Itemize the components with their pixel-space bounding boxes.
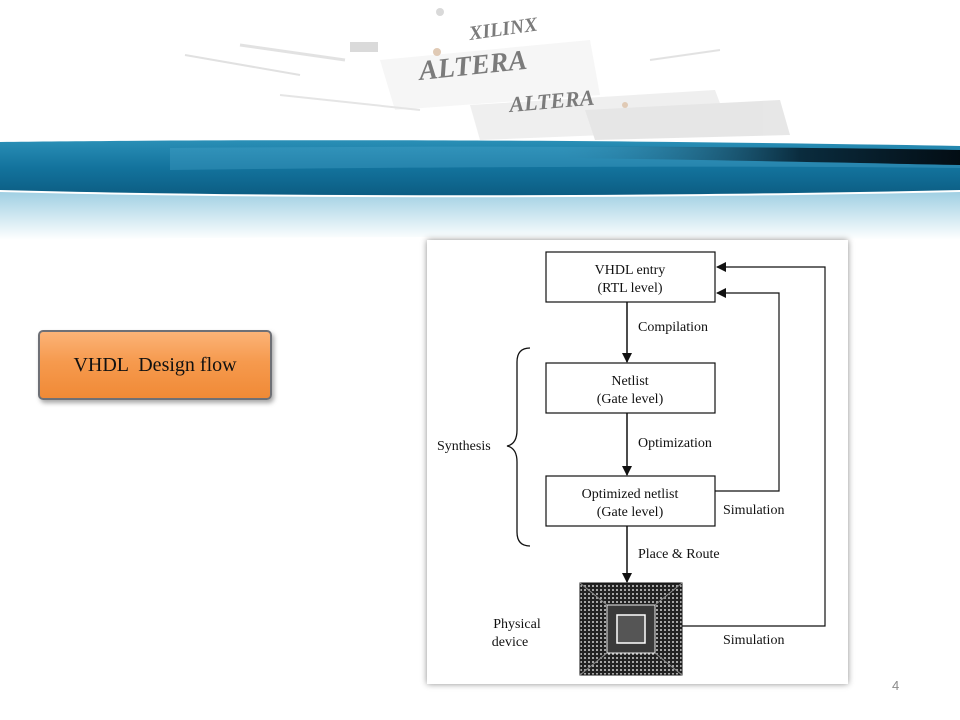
- node-vhdl-entry-line1: VHDL entry: [595, 263, 666, 278]
- node-netlist-line2: (Gate level): [597, 392, 664, 407]
- section-title-box: VHDL Design flow: [38, 330, 272, 400]
- edge-label-simulation-upper: Simulation: [723, 503, 784, 518]
- design-flow-diagram: VHDL entry (RTL level) Netlist (Gate lev…: [427, 240, 848, 684]
- node-optimized-netlist-line2: (Gate level): [597, 505, 664, 520]
- logo-text-1: XILINX: [467, 13, 540, 45]
- chip-image: XILINX ALTERA ALTERA: [184, 8, 790, 140]
- node-physical-device-line2: device: [492, 635, 529, 650]
- edge-simulation-lower: [682, 262, 826, 627]
- page-number: 4: [892, 678, 900, 693]
- synthesis-brace: [506, 347, 531, 547]
- node-physical-device-line1: Physical: [493, 617, 541, 632]
- edge-simulation-upper: [715, 288, 780, 492]
- edge-label-compilation: Compilation: [638, 320, 708, 335]
- node-netlist: Netlist (Gate level): [545, 362, 716, 414]
- section-title: VHDL Design flow: [73, 353, 237, 376]
- node-vhdl-entry-line2: (RTL level): [597, 281, 662, 296]
- node-netlist-line1: Netlist: [611, 374, 648, 389]
- group-label-synthesis: Synthesis: [437, 439, 491, 454]
- node-optimized-netlist-line1: Optimized netlist: [582, 487, 679, 502]
- node-optimized-netlist: Optimized netlist (Gate level): [545, 475, 716, 527]
- header-banner: XILINX ALTERA ALTERA: [0, 8, 960, 240]
- physical-device-chip-icon: [579, 582, 683, 676]
- edge-label-place-route: Place & Route: [638, 547, 720, 562]
- node-vhdl-entry: VHDL entry (RTL level): [545, 251, 716, 303]
- diagram-canvas: VHDL entry (RTL level) Netlist (Gate lev…: [437, 251, 826, 676]
- edge-label-optimization: Optimization: [638, 436, 712, 451]
- edge-label-simulation-lower: Simulation: [723, 633, 784, 648]
